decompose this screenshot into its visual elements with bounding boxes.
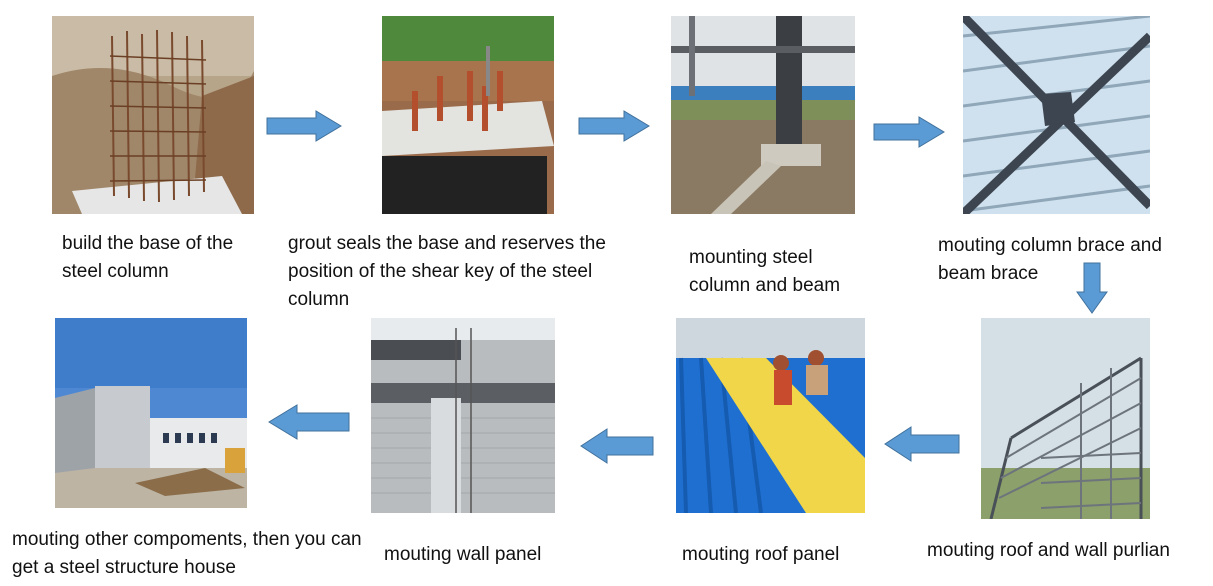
step-1-photo — [52, 16, 254, 214]
arrow-left-3 — [268, 404, 350, 440]
step-3-caption: mounting steel column and beam — [689, 247, 841, 296]
step-4-photo — [963, 16, 1150, 214]
arrow-right-3 — [873, 116, 945, 148]
step-1-caption: build the base of the steel column — [62, 233, 234, 282]
step-6-caption: mouting roof panel — [682, 544, 840, 565]
step-3-photo — [671, 16, 855, 214]
step-5-photo — [981, 318, 1150, 519]
step-4-caption: mouting column brace and beam brace — [938, 235, 1162, 284]
step-2-caption: grout seals the base and reserves the po… — [288, 233, 606, 310]
step-6-photo — [676, 318, 865, 513]
step-7-photo — [371, 318, 555, 513]
step-8-photo — [55, 318, 247, 508]
arrow-left-2 — [580, 428, 654, 464]
step-7-caption: mouting wall panel — [384, 544, 542, 565]
step-2-photo — [382, 16, 554, 214]
arrow-left-1 — [884, 426, 960, 462]
arrow-right-2 — [578, 110, 650, 142]
step-5-caption: mouting roof and wall purlian — [927, 540, 1170, 561]
step-8-caption: mouting other compoments, then you can g… — [12, 529, 362, 578]
arrow-right-1 — [266, 110, 342, 142]
arrow-down — [1076, 262, 1108, 314]
